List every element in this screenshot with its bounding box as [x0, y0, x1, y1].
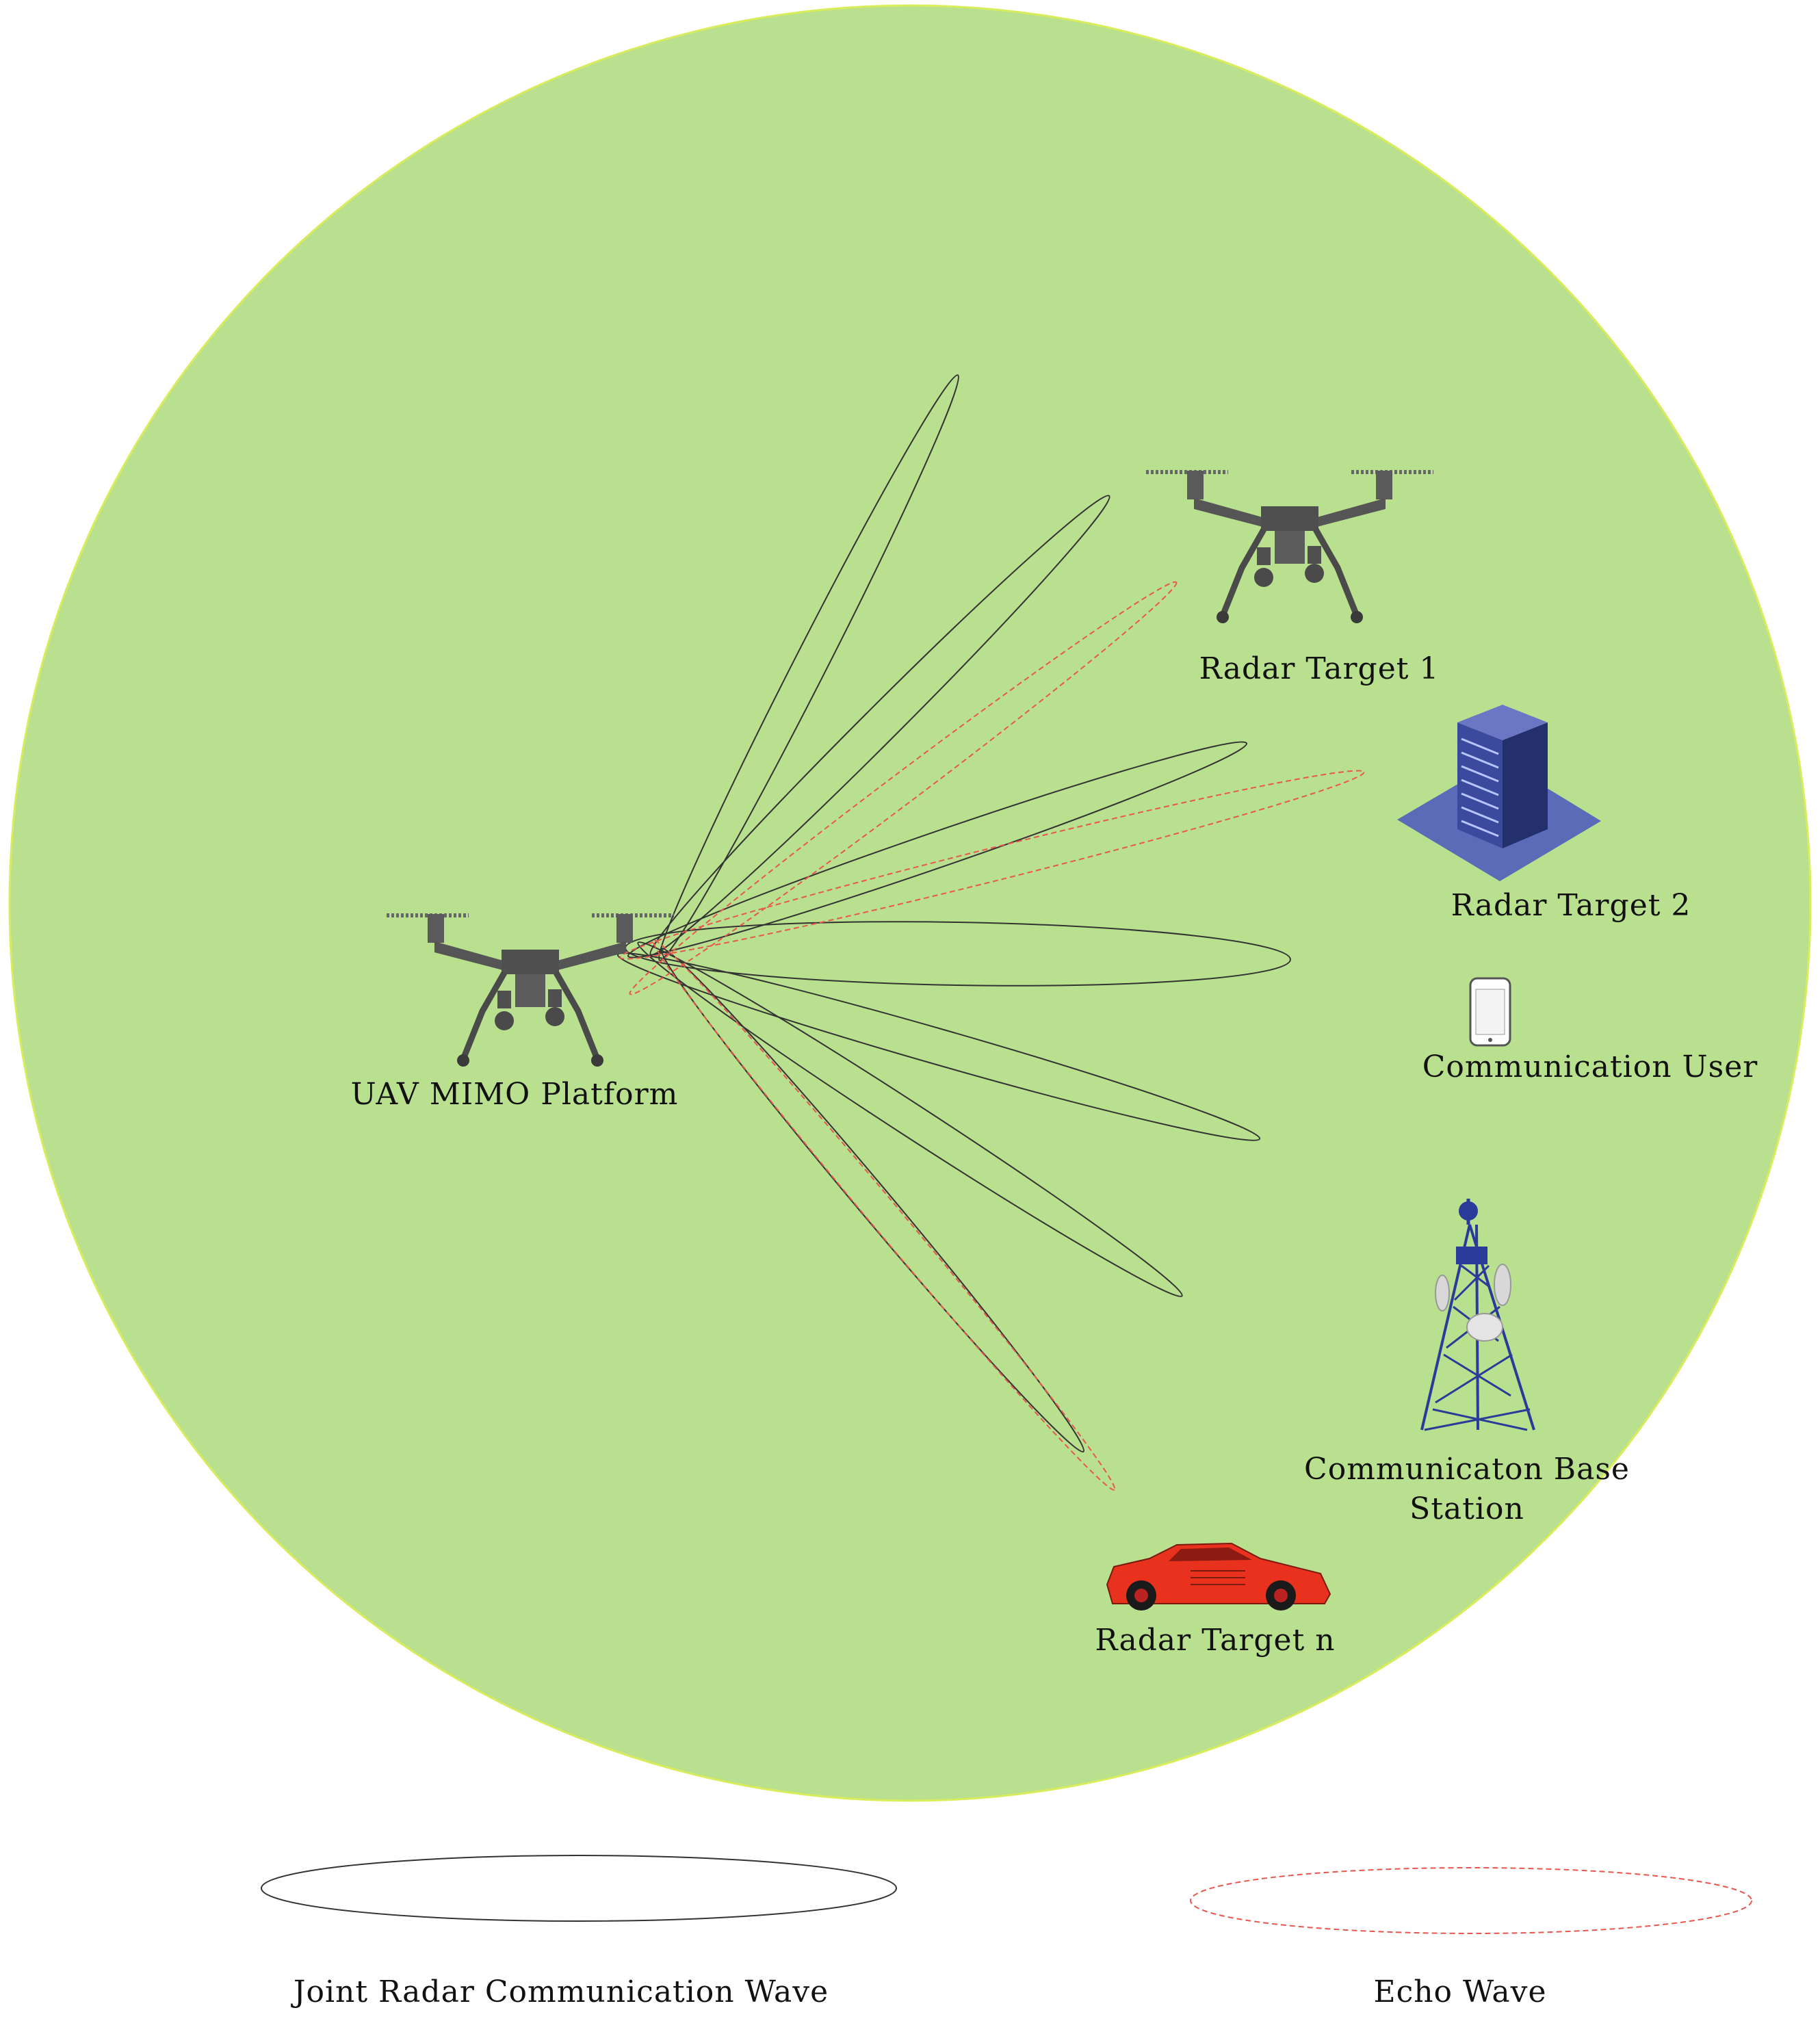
joint-wave-beam: [616, 952, 1261, 1141]
echo-wave-beam: [619, 770, 1365, 960]
label-radar-target-1: Radar Target 1: [1199, 651, 1440, 686]
label-base-station-line1: Communicaton Base: [1304, 1452, 1630, 1487]
label-communication-user: Communication User: [1422, 1049, 1758, 1084]
legend-echo-wave-swatch: [1190, 1867, 1752, 1934]
label-radar-target-n: Radar Target n: [1095, 1623, 1336, 1658]
joint-wave-beams: [616, 374, 1291, 1453]
legend-echo-wave-label: Echo Wave: [1373, 1974, 1547, 2009]
label-uav-platform: UAV MIMO Platform: [350, 1077, 679, 1112]
legend-joint-wave-label: Joint Radar Communication Wave: [293, 1974, 829, 2009]
smartphone-icon: [1469, 977, 1511, 1047]
building-icon: [1397, 705, 1601, 881]
joint-wave-beam: [637, 941, 1183, 1297]
cell-tower-icon: [1420, 1199, 1535, 1431]
echo-wave-beam: [629, 581, 1178, 995]
car-icon: [1106, 1542, 1331, 1611]
legend-joint-wave-swatch: [261, 1855, 897, 1922]
echo-wave-beams: [619, 581, 1365, 1491]
joint-wave-beam: [627, 741, 1248, 959]
label-base-station-line2: Station: [1409, 1491, 1524, 1526]
label-radar-target-2: Radar Target 2: [1451, 888, 1691, 923]
echo-wave-beam: [652, 939, 1116, 1491]
coverage-area: [8, 4, 1812, 1802]
joint-wave-beam: [658, 374, 959, 961]
